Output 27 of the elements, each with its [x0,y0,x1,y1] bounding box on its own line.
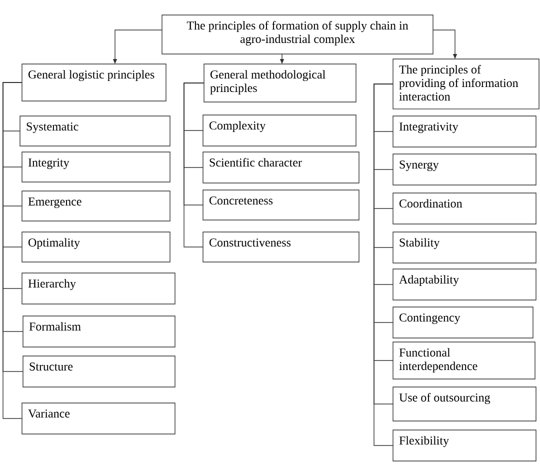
principle-box: Integrity [22,152,170,182]
principle-box: Scientific character [202,152,360,184]
principle-box: Variance [22,402,176,434]
principle-box: Systematic [20,116,170,146]
principle-box: Constructiveness [202,232,360,262]
category-box: General methodological principles [204,64,356,102]
principle-box: Complexity [202,114,356,146]
principle-box: Formalism [22,316,176,348]
principle-box: Adaptability [392,268,536,300]
principle-box: Contingency [392,306,534,338]
principle-box: Optimality [22,232,170,262]
principle-box: Coordination [392,192,536,224]
principle-box: Functional interdependence [392,342,536,380]
connector-line [2,82,22,419]
principle-box: Integrativity [392,116,536,148]
root-box: The principles of formation of supply chain in agro-industrial complex [162,14,434,54]
category-box: General logistic principles [22,64,166,102]
principle-box: Structure [22,356,176,388]
principle-box: Synergy [392,154,536,186]
principle-box: Emergence [22,190,170,222]
principle-box: Use of outsourcing [392,386,536,422]
principle-box: Concreteness [202,190,360,220]
category-box: The principles of providing of information interaction [392,58,540,110]
principle-box: Flexibility [392,430,536,462]
connector-line [184,82,204,248]
principle-box: Stability [392,232,536,264]
principle-box: Hierarchy [22,272,176,304]
